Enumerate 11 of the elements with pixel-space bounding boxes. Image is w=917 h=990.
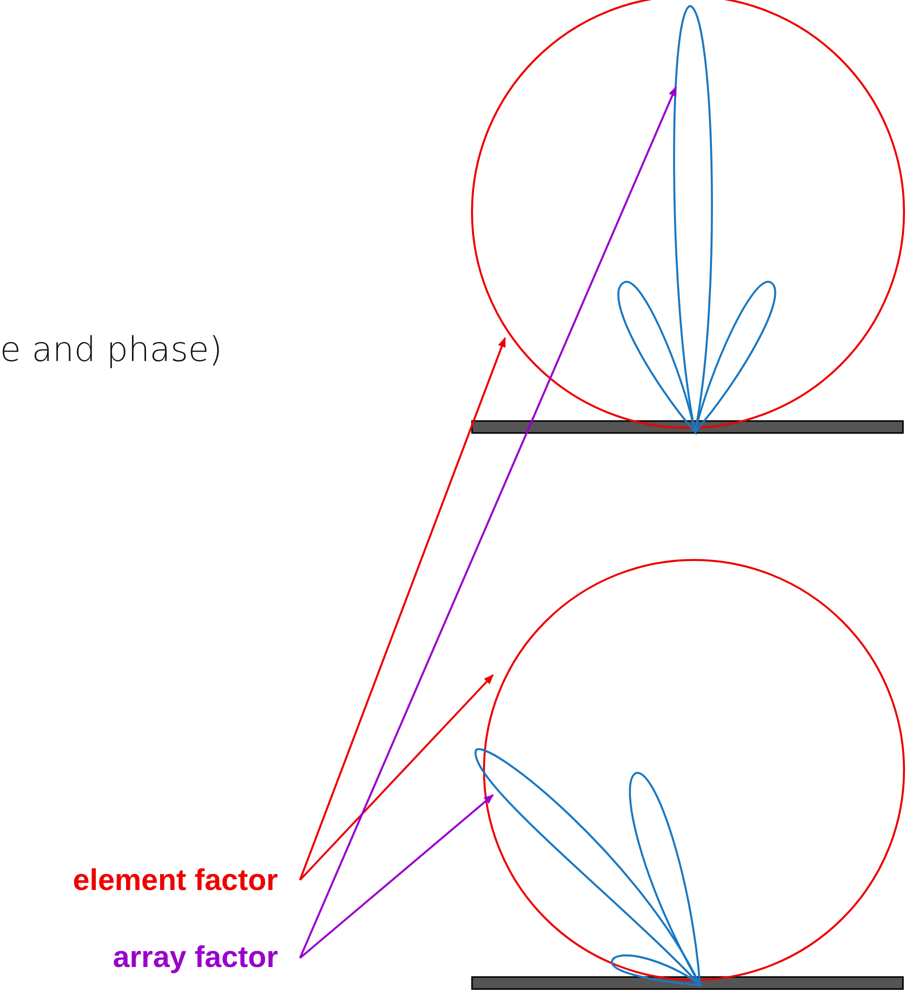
radiation-lobe-drawing: [475, 748, 701, 986]
leader-arrow: [299, 86, 677, 958]
callout-label: array factor: [112, 941, 278, 975]
note-text: e and phase): [0, 330, 222, 370]
leader-arrow: [299, 337, 506, 880]
leader-arrow: [299, 794, 494, 959]
leader-arrow: [299, 674, 494, 881]
element-pattern-circle: [471, 0, 905, 433]
radiation-lobe-drawing: [617, 5, 776, 433]
element-pattern-circle: [475, 559, 905, 986]
callout-label: element factor: [72, 864, 278, 898]
